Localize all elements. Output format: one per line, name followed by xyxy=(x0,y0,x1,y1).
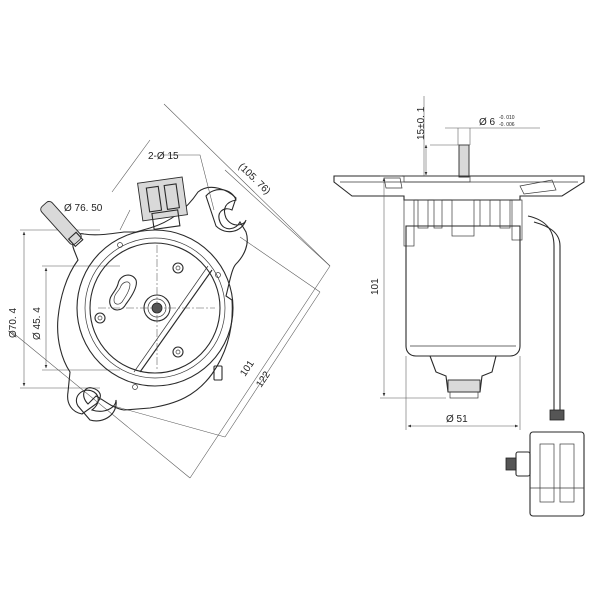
label-shaft-height: 15±0. 1 xyxy=(416,106,427,140)
front-view: 2-Ø 15 Ø 76. 50 (105. 76) Ø70. 4 Ø 45. 4… xyxy=(8,103,331,479)
label-shaft-tol-upper: -0. 010 xyxy=(499,115,515,121)
label-vert-outer: Ø70. 4 xyxy=(8,308,19,338)
label-outer-dia: Ø 76. 50 xyxy=(64,203,103,214)
front-cable-boot xyxy=(40,200,84,248)
label-pin-holes: 2-Ø 15 xyxy=(148,151,179,162)
front-connector xyxy=(137,176,188,231)
side-view: 15±0. 1 Ø 6 -0. 010 -0. 006 101 Ø 51 xyxy=(333,96,585,517)
side-shaft xyxy=(458,144,470,178)
label-diag-122: 122 xyxy=(254,369,273,389)
label-vert-inner: Ø 45. 4 xyxy=(32,307,43,340)
side-top-plate xyxy=(333,175,585,201)
side-ribs xyxy=(403,199,523,247)
side-connector xyxy=(505,431,585,517)
front-outer-ring xyxy=(76,229,234,387)
front-divider xyxy=(139,269,213,373)
front-inner-ring xyxy=(84,237,226,379)
front-face-circle xyxy=(89,242,221,374)
label-shaft-tol-lower: -0. 006 xyxy=(499,122,515,128)
label-diag-101: 101 xyxy=(238,358,257,378)
label-shaft-dia: Ø 6 xyxy=(479,117,496,128)
front-dimension-frame xyxy=(11,103,331,479)
front-oval-slot xyxy=(109,274,137,311)
front-slot-bottom xyxy=(76,389,117,422)
side-cable xyxy=(527,215,555,418)
front-slot-top xyxy=(205,189,247,233)
label-body-width: Ø 51 xyxy=(446,414,468,425)
side-motor-body xyxy=(405,225,521,357)
front-tab xyxy=(213,365,223,381)
label-body-height: 101 xyxy=(370,278,381,295)
front-holes xyxy=(94,242,221,390)
